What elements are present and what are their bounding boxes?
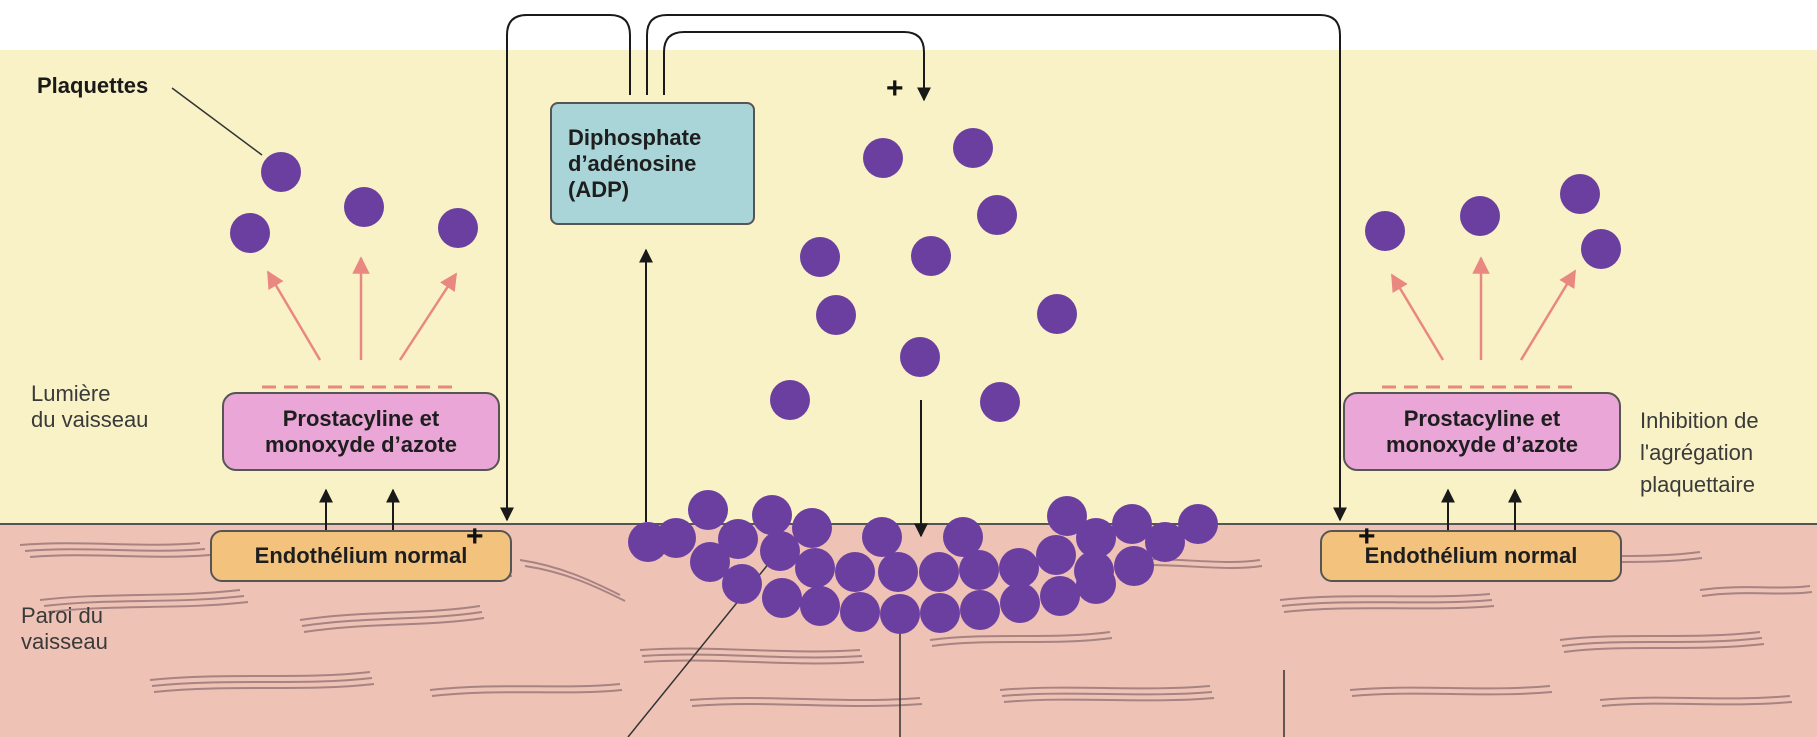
platelet [1036, 535, 1076, 575]
platelet [438, 208, 478, 248]
platelet [900, 337, 940, 377]
platelet [1076, 564, 1116, 604]
platelet [261, 152, 301, 192]
platelet [230, 213, 270, 253]
adp-box-line-2: d’adénosine [568, 151, 696, 177]
platelet [977, 195, 1017, 235]
platelet [953, 128, 993, 168]
platelet [1000, 583, 1040, 623]
adp-box: Diphosphate d’adénosine (ADP) [550, 102, 755, 225]
platelet [1581, 229, 1621, 269]
platelet [688, 490, 728, 530]
plus-sign-right: + [1358, 522, 1376, 552]
platelet [1114, 546, 1154, 586]
platelet [656, 518, 696, 558]
adp-box-line-3: (ADP) [568, 177, 629, 203]
platelet [1560, 174, 1600, 214]
platelet [752, 495, 792, 535]
inhibition-label: Inhibition de l'agrégation plaquettaire [1640, 405, 1759, 501]
wall-label-line-2: vaisseau [21, 629, 108, 655]
prostacyclin-left-line-1: Prostacyline et [283, 406, 440, 432]
prostacyclin-box-left: Prostacyline et monoxyde d’azote [222, 392, 500, 471]
wall-label-line-1: Paroi du [21, 603, 108, 629]
prostacyclin-right-line-2: monoxyde d’azote [1386, 432, 1578, 458]
platelet [792, 508, 832, 548]
platelet [920, 593, 960, 633]
platelet [919, 552, 959, 592]
inhibition-label-line-2: l'agrégation [1640, 437, 1759, 469]
plus-sign-left: + [466, 522, 484, 552]
platelet [999, 548, 1039, 588]
platelet [1037, 294, 1077, 334]
inhibition-label-line-3: plaquettaire [1640, 469, 1759, 501]
platelet [1460, 196, 1500, 236]
platelet [722, 564, 762, 604]
platelet [840, 592, 880, 632]
platelet [800, 586, 840, 626]
platelet [960, 590, 1000, 630]
prostacyclin-right-line-1: Prostacyline et [1404, 406, 1561, 432]
platelet [760, 531, 800, 571]
platelet [880, 594, 920, 634]
platelet [344, 187, 384, 227]
platelet [980, 382, 1020, 422]
platelet [911, 236, 951, 276]
inhibition-label-line-1: Inhibition de [1640, 405, 1759, 437]
platelet [863, 138, 903, 178]
platelets-label: Plaquettes [37, 73, 148, 99]
platelet [770, 380, 810, 420]
platelet [795, 548, 835, 588]
wall-label: Paroi du vaisseau [21, 603, 108, 655]
platelet [862, 517, 902, 557]
platelet [835, 552, 875, 592]
lumen-label-line-1: Lumière [31, 381, 148, 407]
lumen-label: Lumière du vaisseau [31, 381, 148, 433]
platelet [800, 237, 840, 277]
plus-sign-center: + [886, 74, 904, 104]
platelet [1040, 576, 1080, 616]
lumen-label-line-2: du vaisseau [31, 407, 148, 433]
platelet [762, 578, 802, 618]
platelet [959, 550, 999, 590]
adp-box-line-1: Diphosphate [568, 125, 701, 151]
prostacyclin-left-line-2: monoxyde d’azote [265, 432, 457, 458]
platelet [878, 552, 918, 592]
platelet [1365, 211, 1405, 251]
platelet [816, 295, 856, 335]
prostacyclin-box-right: Prostacyline et monoxyde d’azote [1343, 392, 1621, 471]
